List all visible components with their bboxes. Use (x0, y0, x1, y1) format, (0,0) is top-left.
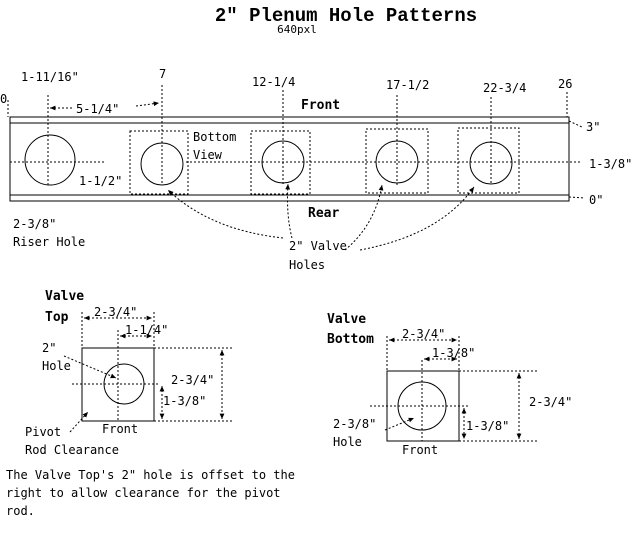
valve-top-hole-label: Hole (42, 359, 71, 373)
valve-hole-4 (469, 141, 513, 185)
valve-footprint-2 (250, 130, 311, 195)
valve-top-front: Front (102, 422, 138, 436)
valve-holes-label-1: 2" Valve (289, 239, 347, 253)
pos-7: 7 (159, 67, 166, 81)
diagram-title: 2" Plenum Hole Patterns (215, 5, 477, 27)
pos-17-1-2: 17-1/2 (386, 78, 429, 92)
front-label: Front (301, 98, 340, 113)
rear-label: Rear (308, 206, 339, 221)
valve-bottom-hole-label: Hole (333, 435, 362, 449)
offset-note: The Valve Top's 2" hole is offset to the… (6, 468, 295, 518)
pos-22-3-4: 22-3/4 (483, 81, 526, 95)
valve-footprint-4 (457, 127, 520, 194)
valve-hole-3 (375, 140, 419, 184)
valve-top-offset-dim: 1-1/4" (125, 323, 168, 337)
valve-top-height-dim: 2-3/4" (171, 373, 214, 387)
valve-footprint-1 (129, 130, 189, 195)
pos-12-1-4: 12-1/4 (252, 75, 295, 89)
riser-hole (24, 134, 76, 186)
valve-bottom-heading-2: Bottom (327, 332, 374, 347)
valve-bottom-front: Front (402, 443, 438, 457)
valve-bottom-view: Valve Bottom 2-3/4" 1-3/8" 2-3/4" 1-3/8"… (327, 312, 572, 457)
pivot-label-2: Rod Clearance (25, 443, 119, 457)
valve-bottom-center-dim: 1-3/8" (466, 419, 509, 433)
bottom-view-label-2: View (193, 148, 223, 162)
valve-bottom-height-dim: 2-3/4" (529, 395, 572, 409)
valve-bottom-offset-dim: 1-3/8" (432, 346, 475, 360)
pivot-label-1: Pivot (25, 425, 61, 439)
valve-bottom-width-dim: 2-3/4" (402, 327, 445, 341)
valve-top-hole-size: 2" (42, 341, 56, 355)
valve-top-view: Valve Top 2-3/4" 1-1/4" 2-3/4" 1-3/8" 2"… (25, 289, 234, 457)
valve-top-heading-1: Valve (45, 289, 84, 304)
pos-0: 0 (0, 92, 7, 106)
dim-1-3-8: 1-3/8" (589, 157, 632, 171)
valve-bottom-hole-size: 2-3/8" (333, 417, 376, 431)
diagram-subtitle: 640pxl (277, 23, 317, 36)
riser-size: 2-3/8" (13, 217, 56, 231)
riser-offset-dim: 1-1/2" (79, 174, 122, 188)
valve-footprint-3 (365, 128, 429, 194)
bottom-view-label-1: Bottom (193, 130, 236, 144)
pos-1-11-16: 1-11/16" (21, 70, 79, 84)
valve-holes-label-2: Holes (289, 258, 325, 272)
pos-26: 26 (558, 77, 572, 91)
spacing-dim: 5-1/4" (76, 102, 119, 116)
plenum-outline (9, 116, 570, 202)
dim-0in: 0" (589, 193, 603, 207)
valve-top-heading-2: Top (45, 310, 69, 325)
valve-bottom-heading-1: Valve (327, 312, 366, 327)
valve-top-center-dim: 1-3/8" (163, 394, 206, 408)
valve-top-width-dim: 2-3/4" (94, 305, 137, 319)
dim-3in: 3" (586, 120, 600, 134)
riser-label: Riser Hole (13, 235, 85, 249)
valve-hole-1 (140, 142, 184, 186)
valve-hole-2 (261, 140, 305, 184)
plenum-view: 0 1-11/16" 7 12-1/4 17-1/2 22-3/4 26 5-1… (0, 67, 632, 272)
